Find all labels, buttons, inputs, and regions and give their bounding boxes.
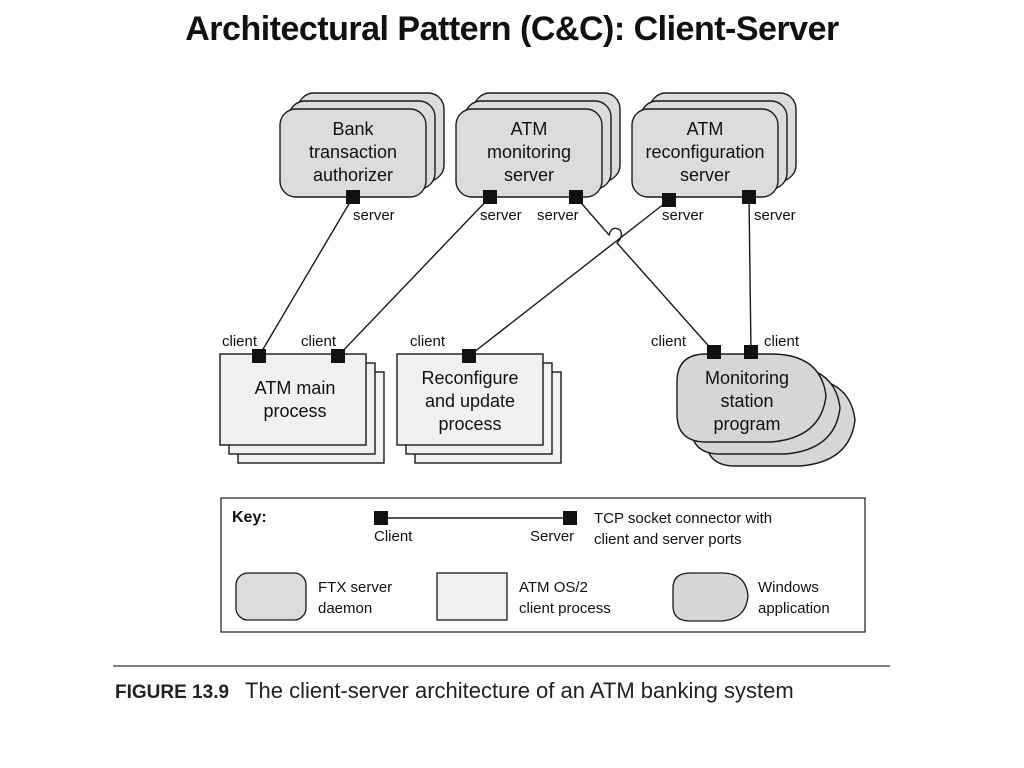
client-port-station-2 [744,345,758,359]
ports [252,190,758,363]
legend-ftx-desc-2: daemon [318,600,372,617]
monitoring-station-program: Monitoring station program [676,353,856,467]
reconfigure-line-3: process [438,414,501,434]
legend-os2-desc-2: client process [519,600,611,617]
client-port-atm-main-1 [252,349,266,363]
monitoring-line-1: ATM [511,119,548,139]
connector-reconfig-to-reconfigure [468,199,670,357]
port-label-server: server [662,207,704,224]
legend-heading: Key: [232,509,267,526]
reconfigure-line-2: and update [425,391,515,411]
slide-title: Architectural Pattern (C&C): Client-Serv… [185,10,839,48]
legend-windows-shape [672,572,749,622]
legend: Key: Client Server TCP socket connector … [220,497,866,633]
reconfig-line-1: ATM [687,119,724,139]
port-label-client: client [222,333,258,350]
port-label-server: server [480,207,522,224]
port-label-server: server [754,207,796,224]
legend-connector-desc-2: client and server ports [594,531,742,548]
legend-windows-desc-2: application [758,600,830,617]
atm-reconfiguration-server: ATM reconfiguration server [631,92,797,198]
legend-os2-desc-1: ATM OS/2 [519,579,588,596]
atm-main-process: ATM main process [219,353,385,464]
port-label-client: client [651,333,687,350]
figure-caption: FIGURE 13.9 The client-server architectur… [115,678,915,704]
client-port-station-1 [707,345,721,359]
port-label-client: client [764,333,800,350]
legend-connector-desc-1: TCP socket connector with [594,510,772,527]
connectors [258,196,752,357]
connector-monitoring-to-station [575,196,715,353]
port-label-client: client [410,333,446,350]
bank-transaction-authorizer: Bank transaction authorizer [279,92,445,198]
port-label-server: server [353,207,395,224]
legend-ftx-desc-1: FTX server [318,579,392,596]
client-port-reconfigure [462,349,476,363]
reconfig-line-2: reconfiguration [645,142,764,162]
monitoring-station-line-2: station [720,391,773,411]
caption-text: The client-server architecture of an ATM… [245,678,794,703]
server-port-bank [346,190,360,204]
monitoring-station-line-3: program [713,414,780,434]
bank-line-1: Bank [332,119,374,139]
monitoring-line-2: monitoring [487,142,571,162]
atm-monitoring-server: ATM monitoring server [455,92,621,198]
bank-line-3: authorizer [313,165,393,185]
legend-os2-shape [436,572,508,621]
legend-server-label: Server [530,528,574,545]
server-port-monitoring-1 [483,190,497,204]
connector-reconfig-to-station [748,196,752,353]
reconfig-line-3: server [680,165,730,185]
server-port-reconfig-1 [662,193,676,207]
legend-client-port [374,511,388,525]
server-port-reconfig-2 [742,190,756,204]
reconfigure-update-process: Reconfigure and update process [396,353,562,464]
server-port-monitoring-2 [569,190,583,204]
figure-number: FIGURE 13.9 [115,682,230,703]
reconfigure-line-1: Reconfigure [421,368,518,388]
port-label-server: server [537,207,579,224]
atm-main-line-2: process [263,401,326,421]
port-label-client: client [301,333,337,350]
port-labels: server server server server server clien… [222,207,800,350]
atm-main-line-1: ATM main [255,378,336,398]
monitoring-station-line-1: Monitoring [705,368,789,388]
connector-bank-to-atm-main [258,196,354,357]
legend-ftx-shape [235,572,307,621]
bank-line-2: transaction [309,142,397,162]
client-port-atm-main-2 [331,349,345,363]
legend-windows-desc-1: Windows [758,579,819,596]
legend-server-port [563,511,577,525]
connector-monitoring-to-atm-main [337,196,491,357]
monitoring-line-3: server [504,165,554,185]
legend-client-label: Client [374,528,413,545]
